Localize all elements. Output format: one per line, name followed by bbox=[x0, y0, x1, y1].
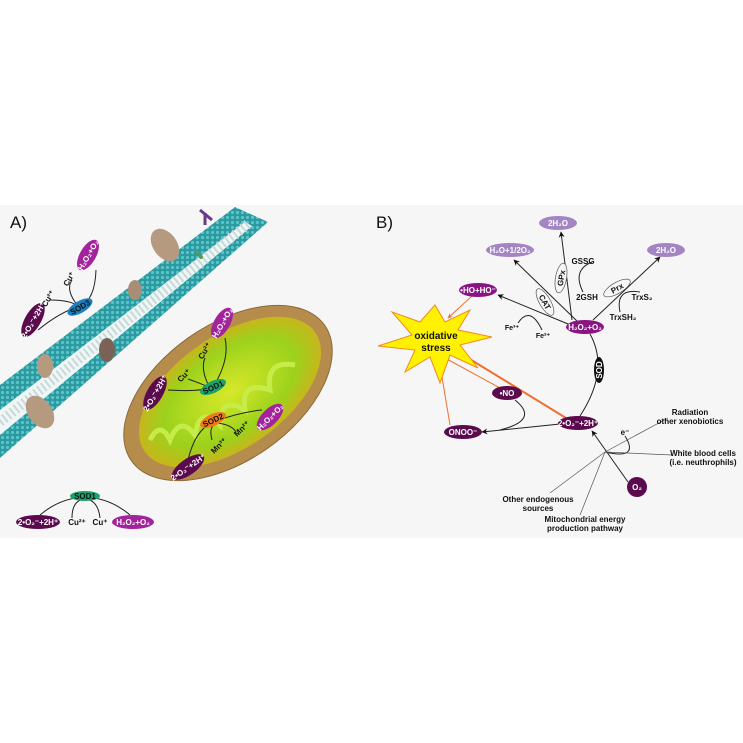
source-mitochondrial-1: Mitochondrial energy bbox=[545, 515, 626, 524]
sod3-enzyme bbox=[67, 298, 93, 316]
panel-b-label: B) bbox=[376, 213, 393, 232]
oxidative-stress-star: oxidative stress bbox=[377, 304, 493, 385]
panel-a-label: A) bbox=[10, 213, 27, 232]
node-nitric-oxide: •NO bbox=[492, 386, 522, 400]
star-line1: oxidative bbox=[414, 331, 458, 342]
enzyme-sod: SOD bbox=[594, 357, 604, 383]
node-hydroxyl: •HO+HO⁻ bbox=[459, 283, 497, 297]
node-label: 2•O₂⁻+2H⁺ bbox=[558, 419, 598, 428]
node-label: 2H₂O bbox=[656, 246, 676, 255]
sod2-enzyme bbox=[200, 411, 226, 429]
sod1-label: SOD1 bbox=[74, 492, 96, 501]
trxsh2-label: TrxSH₂ bbox=[610, 313, 637, 322]
enzyme-label: GPx bbox=[556, 269, 568, 287]
node-label: ONOO⁻ bbox=[449, 428, 478, 437]
gsh-label: 2GSH bbox=[576, 293, 598, 302]
mitochondrion bbox=[123, 304, 333, 482]
figure-background bbox=[0, 205, 743, 538]
node-label: H₂O₂+O₂ bbox=[568, 323, 602, 332]
cu1-label: Cu⁺ bbox=[93, 518, 108, 527]
source-radiation-1: Radiation bbox=[672, 408, 709, 417]
electron-label: e⁻ bbox=[621, 428, 630, 437]
source-wbc-2: (i.e. neuthrophils) bbox=[669, 458, 736, 467]
cell-membrane bbox=[0, 207, 268, 458]
cu2-label: Cu²⁺ bbox=[68, 518, 86, 527]
node-label: H₂O+1/2O₂ bbox=[489, 246, 531, 255]
fe3-label: Fe³⁺ bbox=[505, 325, 520, 332]
source-mitochondrial-2: production pathway bbox=[547, 524, 624, 533]
fe2-label: Fe²⁺ bbox=[536, 333, 551, 340]
enzyme-prx: Prx bbox=[603, 278, 631, 298]
node-label: •HO+HO⁻ bbox=[460, 286, 496, 295]
cytosol-sod1-reaction: SOD1 2•O₂⁻+2H⁺ Cu²⁺ Cu⁺ H₂O₂+O₂ bbox=[16, 491, 154, 529]
source-endogenous-2: sources bbox=[523, 504, 554, 513]
node-label: 2H₂O bbox=[548, 219, 568, 228]
node-label: O₂ bbox=[632, 483, 642, 492]
node-label: •NO bbox=[500, 389, 515, 398]
product-label: H₂O₂+O₂ bbox=[116, 518, 150, 527]
sod1-enzyme bbox=[200, 378, 226, 396]
node-2h2o-top: 2H₂O bbox=[539, 216, 577, 230]
substrate-label: 2•O₂⁻+2H⁺ bbox=[18, 518, 58, 527]
source-wbc-1: White blood cells bbox=[670, 449, 736, 458]
gssg-label: GSSG bbox=[571, 257, 594, 266]
source-endogenous-1: Other endogenous bbox=[502, 495, 574, 504]
star-line2: stress bbox=[421, 343, 451, 354]
node-peroxynitrite: ONOO⁻ bbox=[444, 425, 482, 439]
node-2h2o-right: 2H₂O bbox=[647, 243, 685, 257]
source-radiation-2: other xenobiotics bbox=[657, 417, 724, 426]
node-h2o2: H₂O₂+O₂ bbox=[566, 320, 604, 334]
ros-sources: Radiation other xenobiotics White blood … bbox=[502, 408, 736, 533]
enzyme-gpx: GPx bbox=[554, 262, 568, 294]
product-ellipse bbox=[77, 239, 99, 271]
substrate-ellipse bbox=[21, 303, 45, 337]
node-h2o-half-o2: H₂O+1/2O₂ bbox=[486, 243, 534, 257]
node-oxygen: O₂ bbox=[627, 477, 647, 497]
reaction-arrows bbox=[438, 231, 673, 516]
trxs2-label: TrxS₂ bbox=[632, 293, 653, 302]
sod1-enzyme bbox=[70, 491, 100, 501]
enzyme-label: SOD bbox=[595, 361, 604, 379]
node-superoxide: 2•O₂⁻+2H⁺ bbox=[558, 416, 598, 430]
